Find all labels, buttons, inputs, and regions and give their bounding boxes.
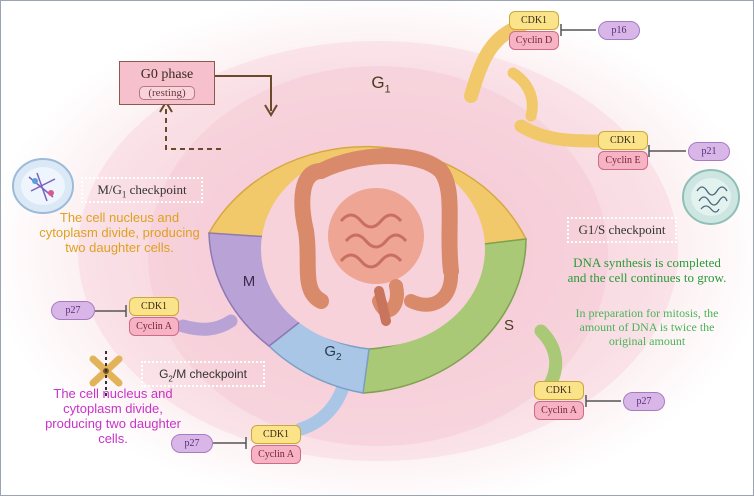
cyclin-e-right: Cyclin E [598,151,648,170]
arrow-to-g0 [165,106,221,150]
cyclin-a-bottom: Cyclin A [251,445,301,464]
p27-inhibitor-bottom-right: p27 [623,392,665,411]
g1s-checkpoint: G1/S checkpoint [567,217,677,243]
cyclin-a-bottom-right: Cyclin A [534,401,584,420]
cdk1-left: CDK1 [129,297,179,316]
mg1-checkpoint: M/G1 checkpoint [81,177,203,203]
cyclin-a-left: Cyclin A [129,317,179,336]
m-tail [176,314,238,336]
mitosis-cell-icon [12,158,74,214]
p16-inhibitor: p16 [598,21,640,40]
g2-phase-description: The cell nucleus and cytoplasm divide, p… [45,386,181,446]
cdk1-top: CDK1 [509,11,559,30]
p27-inhibitor-bottom: p27 [171,434,213,453]
s-label: S [503,317,514,334]
p27-inhibitor-left: p27 [51,301,95,320]
g0-phase-box: G0 phase (resting) [119,61,215,105]
m-label: M [242,273,256,290]
cdk1-right: CDK1 [598,131,648,150]
dna-cell-icon [682,169,740,225]
s-phase-description-2: In preparation for mitosis, the amount o… [575,306,719,348]
p21-inhibitor: p21 [688,142,730,161]
m-phase-description: The cell nucleus and cytoplasm divide, p… [39,210,200,255]
cyclin-d-top: Cyclin D [509,31,559,50]
s-phase-description-1: DNA synthesis is completed and the cell … [567,255,727,285]
g2-label: G2 [324,343,342,363]
s-tail [534,324,563,393]
g0-title: G0 phase [140,67,194,82]
cdk1-bottom: CDK1 [251,425,301,444]
g1-label: G1 [371,73,391,96]
g2m-checkpoint: G2/M checkpoint [141,361,265,387]
chromosome-icon [89,351,123,396]
g1-tail-small [507,67,538,122]
g0-subtitle: (resting) [139,86,195,100]
inhibition-lines [95,24,686,449]
arrow-to-g1 [211,75,272,111]
g1-tail-right [514,119,608,148]
intestine-illustration [294,148,459,326]
cdk1-bottom-right: CDK1 [534,381,584,400]
